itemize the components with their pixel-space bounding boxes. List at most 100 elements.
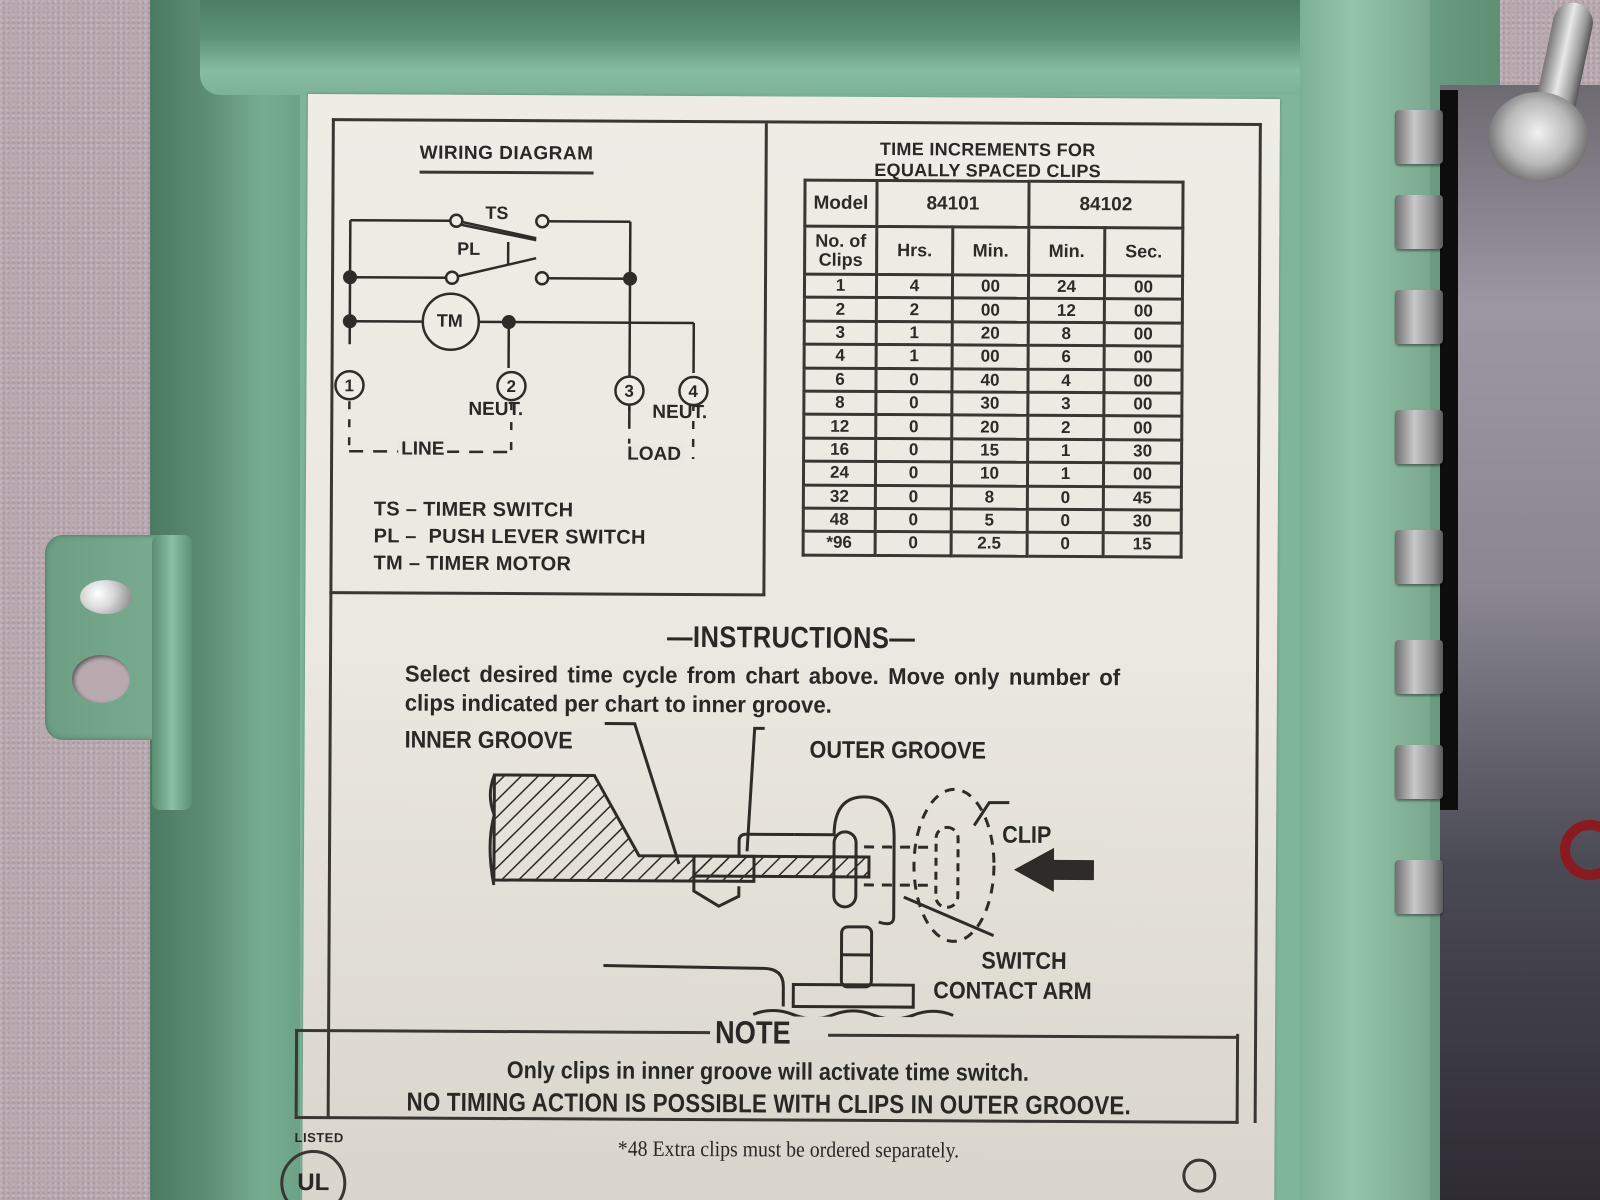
- table-cell: 00: [952, 345, 1029, 369]
- table-cell: 12: [1028, 298, 1105, 323]
- model-84102-header: 84102: [1028, 181, 1184, 229]
- legend-item: PL – PUSH LEVER SWITCH: [373, 525, 646, 549]
- table-cell: 00: [1104, 345, 1183, 370]
- table-cell: 00: [1103, 369, 1183, 394]
- table-cell: 32: [803, 484, 876, 509]
- flange-rib: [152, 535, 192, 810]
- hinge-knuckle: [1395, 410, 1443, 464]
- table-cell: *96: [803, 531, 876, 556]
- footnote: *48 Extra clips must be ordered separate…: [617, 1135, 960, 1163]
- wiring-diagram-title: WIRING DIAGRAM: [419, 142, 594, 175]
- table-cell: 3: [1027, 392, 1104, 417]
- instructions-title: —INSTRUCTIONS—: [666, 620, 916, 656]
- clip-groove-illustration: [488, 722, 1094, 1019]
- table-cell: 4: [1027, 368, 1105, 393]
- column-header: No. of Clips: [804, 226, 877, 275]
- column-header: Hrs.: [876, 226, 953, 275]
- line-label: LINE: [398, 438, 448, 461]
- note-title: NOTE: [714, 1014, 791, 1051]
- table-cell: 00: [1104, 299, 1183, 323]
- table-cell: 48: [803, 508, 876, 532]
- table-cell: 40: [951, 368, 1029, 393]
- table-cell: 0: [875, 414, 952, 439]
- table-cell: 3: [804, 320, 877, 345]
- model-84101-header: 84101: [876, 180, 1030, 228]
- mounting-hole: [72, 655, 130, 703]
- pl-label: PL: [457, 238, 481, 259]
- table-cell: 30: [1103, 509, 1182, 534]
- table-cell: 30: [951, 391, 1028, 416]
- table-cell: 5: [951, 508, 1028, 533]
- chassis-gap: [1440, 90, 1458, 810]
- inner-groove-label: INNER GROOVE: [404, 726, 573, 755]
- table-cell: 8: [1028, 322, 1105, 346]
- table-cell: 0: [875, 368, 953, 392]
- hinge-knuckle: [1395, 640, 1443, 694]
- table-cell: 6: [803, 367, 877, 392]
- column-header: Min.: [952, 226, 1029, 276]
- time-increments-table: Model 84101 84102 No. of Clips Hrs. Min.…: [802, 179, 1185, 559]
- load-label: LOAD: [624, 443, 685, 466]
- column-header: Min.: [1028, 227, 1105, 276]
- terminal-1: 1: [344, 376, 354, 396]
- switch-label: SWITCH: [981, 947, 1067, 975]
- table-cell: 8: [951, 485, 1028, 510]
- contact-arm-label: CONTACT ARM: [933, 977, 1092, 1006]
- table-cell: 1: [804, 274, 877, 298]
- table-cell: 00: [1104, 322, 1183, 347]
- table-cell: 1: [1027, 462, 1104, 487]
- table-cell: 16: [803, 437, 876, 462]
- table-cell: 2: [1027, 415, 1104, 440]
- terminal-3: 3: [624, 381, 634, 401]
- enclosure-top-lip: [200, 0, 1430, 95]
- table-cell: 24: [1028, 275, 1105, 300]
- table-cell: 1: [876, 344, 953, 369]
- outer-groove-label: OUTER GROOVE: [809, 736, 987, 765]
- hinge-knuckle: [1395, 860, 1443, 914]
- table-cell: 0: [1027, 485, 1104, 510]
- note-line-1: Only clips in inner groove will activate…: [506, 1057, 1030, 1087]
- legend-item: TM – TIMER MOTOR: [373, 552, 572, 576]
- table-cell: 0: [875, 438, 952, 462]
- inner-chassis: [1440, 85, 1600, 1200]
- section-divider: [329, 591, 766, 597]
- table-cell: 6: [1028, 345, 1105, 370]
- timer-motor-symbol: [421, 292, 481, 352]
- table-cell: 2.5: [951, 532, 1028, 556]
- table-cell: 24: [803, 461, 876, 485]
- table-cell: 00: [952, 298, 1029, 323]
- terminal-2: 2: [506, 377, 516, 397]
- table-cell: 4: [804, 344, 877, 369]
- hinge-knuckle: [1395, 195, 1443, 249]
- wiring-legend: TS – TIMER SWITCH PL – PUSH LEVER SWITCH…: [373, 496, 646, 578]
- hinge-knuckle: [1395, 290, 1443, 344]
- table-cell: 0: [1027, 532, 1104, 557]
- instructions-text: Select desired time cycle from chart abo…: [404, 660, 1121, 718]
- table-cell: 2: [876, 297, 953, 322]
- column-header: Sec.: [1104, 227, 1183, 277]
- neutral-label-2: NEUT.: [468, 398, 524, 421]
- table-cell: 20: [952, 321, 1029, 346]
- time-table-title: TIME INCREMENTS FOR EQUALLY SPACED CLIPS: [874, 138, 1102, 182]
- table-cell: 30: [1103, 439, 1182, 464]
- listed-label: LISTED: [294, 1129, 344, 1146]
- terminal-4: 4: [688, 381, 698, 402]
- table-cell: 00: [1103, 416, 1182, 440]
- table-cell: 0: [875, 508, 952, 533]
- hinge-knuckle: [1395, 745, 1443, 799]
- table-cell: 00: [1103, 462, 1182, 487]
- table-cell: 1: [1027, 439, 1104, 463]
- table-cell: 15: [951, 438, 1028, 463]
- table-cell: 20: [951, 415, 1028, 440]
